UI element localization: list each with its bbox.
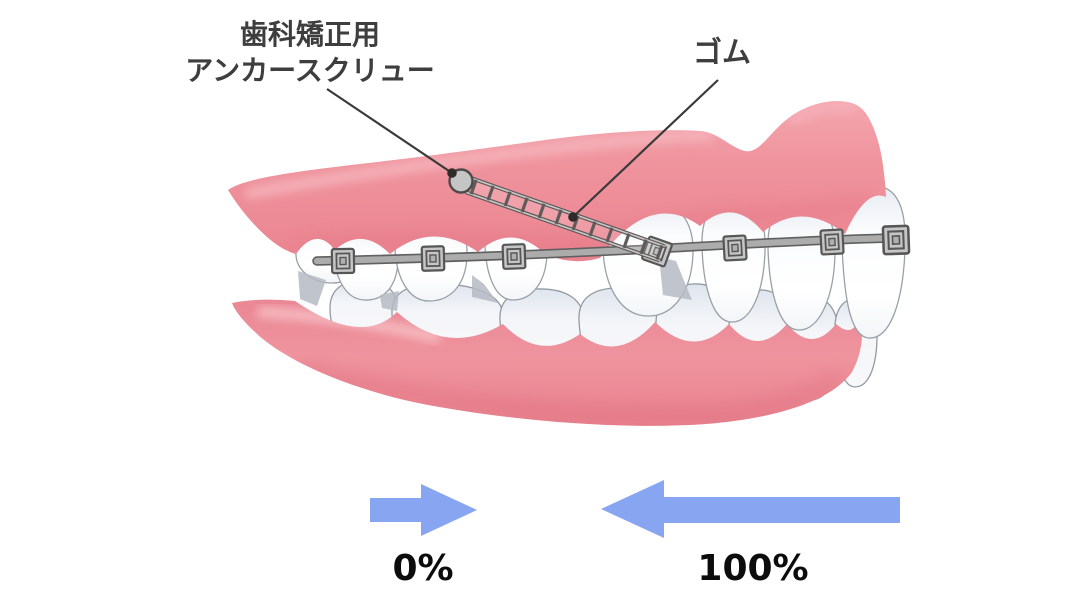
elastic-chain [464,176,666,263]
left-arrow [601,480,900,538]
bracket [420,245,446,272]
tooth-contact-shadows [298,257,692,311]
zero-percent-label: 0% [392,548,453,589]
anchor-screw-label-line1: 歯科矯正用 [240,18,380,51]
hundred-percent-label: 100% [697,548,808,589]
right-arrow [370,484,477,536]
elastic-leader-line [572,79,719,218]
elastic-leader-dot [568,212,578,222]
anchor-screw-label-line2: アンカースクリュー [185,54,434,87]
bracket [881,224,911,256]
elastic-label: ゴム [693,35,751,69]
anchor-screw-leader-line [326,88,453,174]
bracket [330,247,356,275]
bracket [501,243,527,270]
anchor-screw-leader-dot [447,168,457,178]
bracket [722,234,748,262]
callout-leaders [326,79,719,222]
bracket [819,228,845,256]
